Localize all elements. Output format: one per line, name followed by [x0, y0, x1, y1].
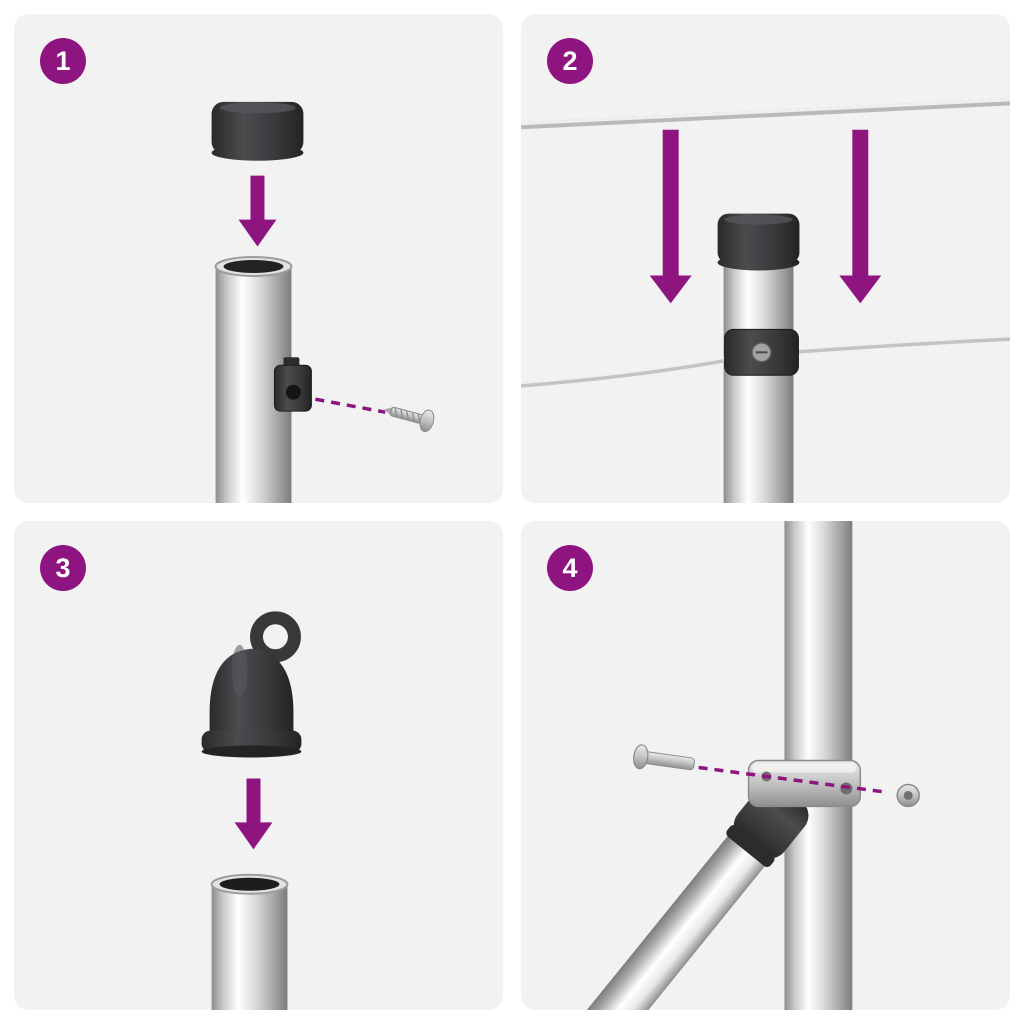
panel-step-2: 2	[521, 14, 1010, 503]
metal-post	[723, 265, 794, 503]
post-cap	[717, 213, 800, 271]
step-number: 3	[55, 552, 71, 583]
step-badge: 4	[547, 545, 593, 591]
bolt	[633, 744, 695, 771]
down-arrow-icon	[238, 175, 277, 247]
step-number: 2	[562, 45, 578, 76]
illustration-step-3	[201, 611, 302, 1010]
post-cap	[211, 101, 304, 161]
eyelet-cap	[201, 611, 302, 758]
step-badge: 2	[547, 38, 593, 84]
metal-post	[210, 873, 289, 1010]
step-badge: 3	[40, 545, 86, 591]
illustration-step-1	[211, 101, 435, 503]
brace-tube	[572, 802, 793, 1010]
step-badge: 1	[40, 38, 86, 84]
down-arrow-icon-left	[649, 129, 692, 304]
illustration-step-4	[572, 521, 920, 1010]
screw	[384, 406, 435, 432]
diagonal-brace	[572, 782, 809, 1010]
step-number: 4	[562, 552, 578, 583]
post-clamp	[747, 759, 862, 808]
lower-wire	[521, 335, 1010, 388]
upper-wire	[521, 98, 1010, 130]
illustration-step-2	[521, 98, 1010, 503]
panel-step-1: 1	[14, 14, 503, 503]
step-number: 1	[55, 45, 71, 76]
down-arrow-icon	[234, 778, 273, 850]
screw-bracket	[273, 357, 312, 412]
down-arrow-icon-right	[839, 129, 882, 304]
dashed-guide-line	[315, 397, 386, 414]
eyelet-ring	[250, 611, 301, 663]
panel-step-4: 4	[521, 521, 1010, 1010]
panel-step-3: 3	[14, 521, 503, 1010]
nut	[896, 783, 920, 808]
wire-clamp	[724, 328, 799, 376]
